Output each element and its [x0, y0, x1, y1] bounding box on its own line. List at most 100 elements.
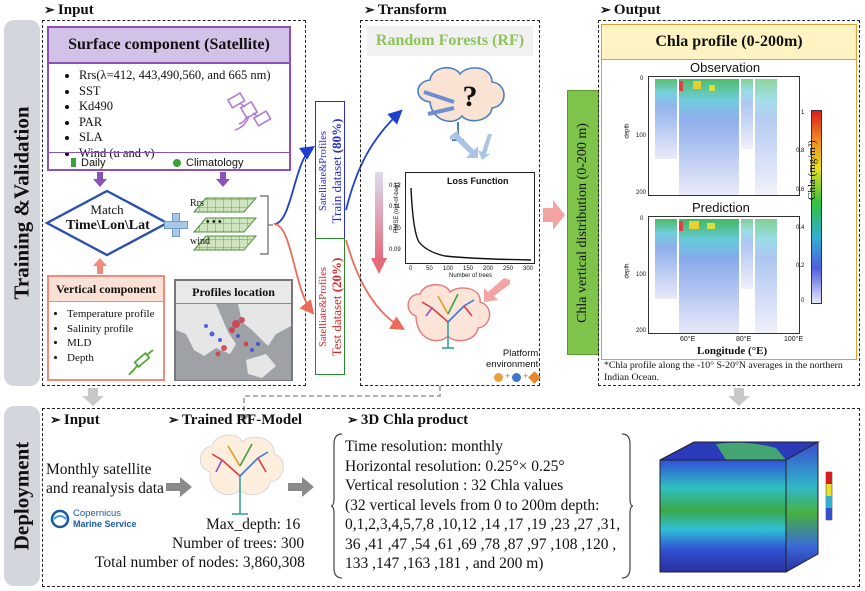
surface-component-box: Surface component (Satellite) Rrs(λ=412,…: [47, 26, 291, 171]
loss-function-plot: RMSE (out-of-bag) Loss Function 0.12 0.1…: [385, 166, 537, 281]
model-total-nodes: Total number of nodes: 3,860,308: [95, 554, 305, 571]
chla-vertical-distribution-bar: Chla vertical distribution (0-200 m): [567, 90, 599, 355]
trained-model-title: ➢Trained RF-Model: [168, 412, 303, 428]
rf-tree-icon: [407, 284, 491, 349]
vertical-component-title: Vertical component: [49, 277, 163, 302]
loss-ytick-3: 0.09: [389, 247, 401, 253]
flow-arrows: [273, 109, 406, 330]
product-levels-line3: 36 ,41 ,47 ,54 ,61 ,69 ,78 ,87 ,97 ,108 …: [345, 535, 617, 553]
input-section-title: ➢Input: [44, 2, 94, 18]
observation-plot: [648, 76, 800, 196]
product-details: Time resolution: monthly Horizontal reso…: [345, 437, 620, 574]
training-validation-sidebar: Training &Validation: [4, 20, 40, 386]
deploy-model-arrow: [288, 477, 314, 497]
output-panel-title: Chla profile (0-200m): [602, 25, 856, 60]
copernicus-logo: Copernicus Marine Service: [50, 507, 160, 533]
platform-icons: + +: [494, 371, 541, 384]
stack-label-dots: • • •: [206, 217, 222, 228]
obs-depth-tick-0: 0: [640, 76, 644, 82]
loss-ytick-1: 0.11: [389, 204, 401, 210]
climatology-marker-icon: [173, 159, 181, 167]
surface-item-par: PAR: [79, 115, 289, 131]
plus-small-icon-2: +: [523, 371, 529, 381]
trained-model-tree-icon: [200, 434, 284, 515]
obs-depth-tick-1: 100: [636, 133, 647, 139]
legend-divider: [49, 152, 289, 153]
observation-heatmap: [649, 77, 799, 195]
transform-section: [360, 20, 540, 386]
training-to-deploy-arrow: [82, 388, 104, 406]
product-vertical-resolution: Vertical resolution : 32 Chla values: [345, 477, 564, 494]
sampler-icon: [128, 349, 154, 376]
match-diamond: [44, 189, 170, 257]
surface-component-title: Surface component (Satellite): [49, 28, 289, 64]
deploy-input-text: Monthly satellite and reanalysis data: [46, 460, 164, 498]
vertical-item-temperature: Temperature profile: [67, 307, 163, 322]
model-number-trees: Number of trees: 300: [172, 535, 305, 552]
loss-xtick-0: 0: [409, 266, 413, 272]
vertical-item-depth: Depth: [67, 351, 163, 366]
product-levels-line1: (32 vertical levels from 0 to 200m depth…: [345, 496, 600, 514]
observation-title: Observation: [690, 60, 761, 75]
library-icon: [512, 373, 521, 382]
product-levels-line4: 133 ,147 ,163 ,181 , and 200 m): [345, 555, 544, 572]
stack-label-wind: wind: [190, 236, 210, 247]
observation-depth-label: depth: [624, 123, 631, 139]
rf-title: Random Forests (RF): [367, 26, 533, 56]
match-label: Match Time\Lon\Lat: [66, 202, 150, 233]
colorbar-tick-0: 0: [801, 298, 805, 304]
output-section: [598, 20, 860, 386]
prediction-depth-label: depth: [624, 263, 631, 279]
profiles-location-title: Profiles location: [176, 281, 291, 304]
satellite-icon: [226, 91, 272, 131]
loss-to-tree-arrow: [484, 278, 510, 302]
colorbar-label: Chla (mg/m³): [806, 140, 818, 200]
surface-item-rrs: Rrs(λ=412, 443,490,560, and 665 nm): [79, 68, 289, 84]
deploy-input-line2: and reanalysis data: [46, 480, 164, 497]
loss-xtick-6: 300: [523, 266, 534, 272]
loss-xtick-5: 250: [503, 266, 514, 272]
loss-title: Loss Function: [447, 176, 509, 186]
obs-depth-tick-2: 200: [636, 190, 647, 196]
tool-icon: [528, 371, 541, 384]
colorbar-tick-04: 0.4: [796, 225, 805, 231]
platform-environment-label: Platform environment: [486, 348, 539, 370]
rf-link-arrows: [450, 130, 492, 160]
loss-curve: [410, 187, 532, 261]
plus-small-icon: +: [505, 371, 511, 381]
output-section-title: ➢Output: [600, 2, 661, 18]
model-max-depth: Max_depth: 16: [206, 516, 301, 533]
colorbar-tick-08: 0.8: [796, 148, 805, 154]
surface-down-arrows: [93, 172, 230, 187]
deployment-sidebar: Deployment: [4, 406, 40, 586]
vertical-component-list: Temperature profile Salinity profile MLD…: [49, 307, 163, 365]
output-footnote: *Chla profile along the -10° S-20°N aver…: [604, 360, 843, 383]
lon-tick-60: 60°E: [680, 336, 696, 343]
deploy-input-arrow: [166, 477, 192, 497]
copernicus-icon: [50, 509, 70, 529]
vertical-item-mld: MLD: [67, 336, 163, 351]
input-section: [42, 20, 306, 386]
lon-tick-100: 100°E: [784, 336, 804, 343]
pred-depth-tick-0: 0: [640, 216, 644, 222]
surface-item-sst: SST: [79, 84, 289, 100]
product-horizontal-resolution: Horizontal resolution: 0.25°× 0.25°: [345, 457, 565, 475]
test-dataset-box: Satelliate&Profiles Test dataset (20%): [315, 238, 345, 375]
output-to-deploy-arrow: [728, 388, 750, 406]
longitude-label: Longitude (°E): [697, 345, 768, 357]
colorbar-tick-1: 1: [801, 110, 805, 116]
legend-climatology: Climatology: [173, 157, 243, 169]
question-mark: ?: [463, 80, 478, 113]
training-validation-label: Training &Validation: [9, 106, 34, 300]
stack-bracket: [260, 195, 273, 255]
vertical-component-box: Vertical component Temperature profile S…: [47, 275, 165, 381]
product-brace-left: [330, 433, 343, 579]
model-connector: [238, 386, 441, 422]
pred-depth-tick-1: 100: [636, 272, 647, 278]
profiles-location-box: Profiles location: [174, 279, 293, 381]
product-time-resolution: Time resolution: monthly: [345, 438, 503, 455]
loss-xtick-4: 200: [483, 266, 494, 272]
vertical-item-salinity: Salinity profile: [67, 322, 163, 337]
loss-xtick-3: 150: [463, 266, 474, 272]
transform-section-title: ➢Transform: [364, 2, 447, 18]
